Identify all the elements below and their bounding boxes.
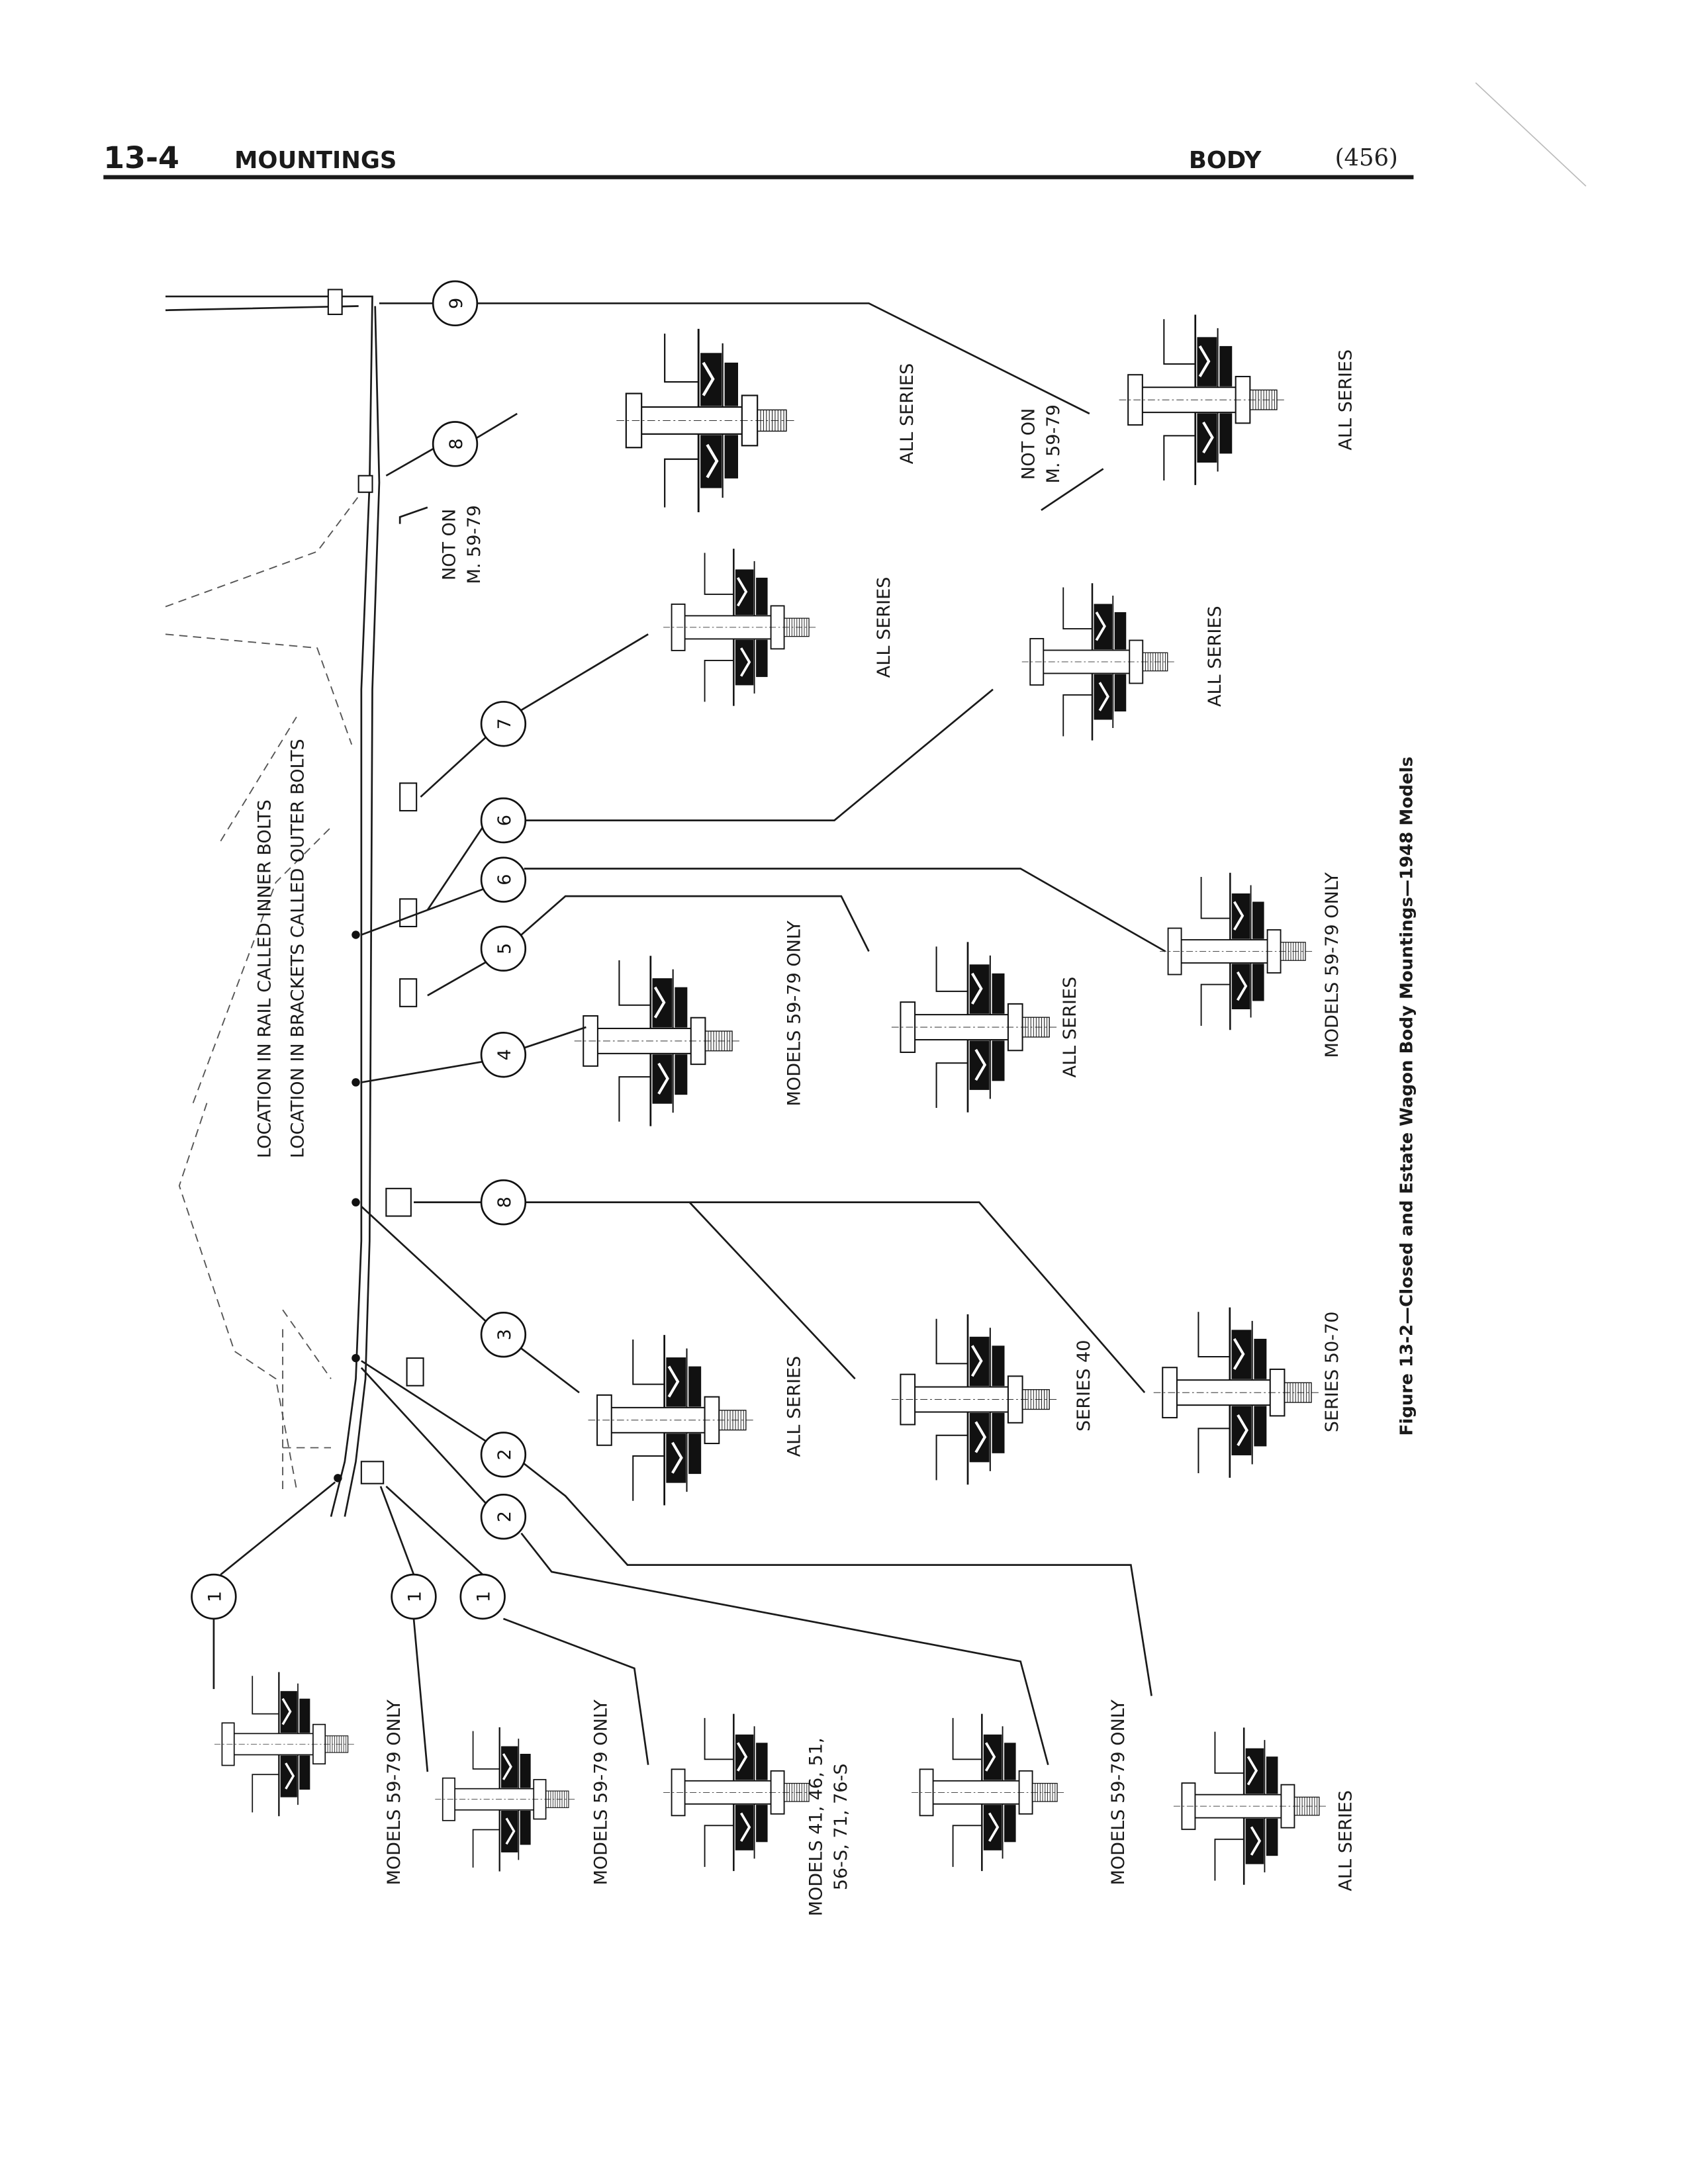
- label-m9-note: M. 59-79: [1043, 404, 1064, 483]
- svg-text:8: 8: [446, 438, 467, 449]
- section-number: 13-4: [103, 140, 179, 175]
- scan-artifact-line: [1475, 82, 1587, 187]
- location-inner-note: LOCATION IN RAIL CALLED INNER BOLTS: [254, 799, 275, 1158]
- labels: LOCATION IN RAIL CALLED INNER BOLTS LOCA…: [254, 349, 1356, 1917]
- frame-rail: [165, 289, 424, 1517]
- callout-7: 7: [480, 701, 527, 747]
- svg-text:3: 3: [494, 1329, 515, 1340]
- figure-caption: Figure 13-2—Closed and Estate Wagon Body…: [1397, 756, 1417, 1435]
- callout-8: 8: [480, 1179, 527, 1226]
- callout-9: 9: [432, 280, 479, 327]
- svg-text:6: 6: [494, 874, 515, 886]
- callout-6: 6: [480, 797, 527, 844]
- callout-1: 1: [459, 1573, 506, 1620]
- location-outer-note: LOCATION IN BRACKETS CALLED OUTER BOLTS: [287, 739, 308, 1158]
- mount-5: [892, 942, 1058, 1112]
- mount-7: [663, 549, 816, 705]
- callout-3: 3: [480, 1311, 527, 1358]
- mount-9: [1119, 315, 1286, 485]
- callout-1: 1: [391, 1573, 437, 1620]
- label-m8-s5070: SERIES 50-70: [1322, 1312, 1342, 1433]
- svg-text:7: 7: [494, 718, 515, 729]
- label-m7: ALL SERIES: [874, 577, 894, 678]
- label-m2b: ALL SERIES: [1336, 1790, 1356, 1891]
- label-m8-note: M. 59-79: [464, 505, 485, 584]
- label-m9-note: NOT ON: [1019, 408, 1039, 480]
- label-m1c: MODELS 41, 46, 51,: [806, 1737, 827, 1916]
- svg-text:1: 1: [474, 1591, 494, 1602]
- mount-1a: [214, 1672, 355, 1817]
- page-number: (456): [1335, 144, 1398, 171]
- mount-6a: [1022, 583, 1175, 741]
- callout-4: 4: [480, 1032, 527, 1078]
- svg-text:2: 2: [494, 1511, 515, 1522]
- leader-lines: [212, 302, 1166, 1772]
- mount-3: [588, 1335, 755, 1505]
- callout-2: 2: [480, 1432, 527, 1478]
- label-m1b: MODELS 59-79 ONLY: [591, 1700, 612, 1886]
- svg-text:6: 6: [494, 815, 515, 826]
- label-m5: ALL SERIES: [1060, 977, 1080, 1078]
- mount-8-s5070: [1154, 1308, 1320, 1478]
- label-m8-note: NOT ON: [440, 509, 460, 580]
- mount-9-8-top: [616, 329, 795, 512]
- svg-text:1: 1: [404, 1591, 425, 1602]
- mount-1c: [663, 1714, 816, 1872]
- svg-text:1: 1: [205, 1591, 225, 1602]
- callout-8: 8: [432, 421, 479, 467]
- callout-5: 5: [480, 925, 527, 972]
- label-m1a: MODELS 59-79 ONLY: [384, 1700, 404, 1886]
- label-m9: ALL SERIES: [1336, 349, 1356, 451]
- label-m3: ALL SERIES: [784, 1356, 804, 1457]
- callout-6: 6: [480, 856, 527, 903]
- mount-1b: [435, 1727, 575, 1872]
- svg-text:4: 4: [494, 1049, 515, 1060]
- chapter-title: BODY: [1189, 147, 1262, 174]
- label-m8-top: ALL SERIES: [897, 363, 917, 465]
- label-m8-s40: SERIES 40: [1074, 1340, 1094, 1432]
- svg-text:8: 8: [494, 1197, 515, 1208]
- label-m2a: MODELS 59-79 ONLY: [1108, 1700, 1129, 1886]
- label-m6b: MODELS 59-79 ONLY: [1322, 872, 1342, 1058]
- svg-text:9: 9: [446, 298, 467, 309]
- svg-text:5: 5: [494, 943, 515, 954]
- svg-text:2: 2: [494, 1449, 515, 1460]
- mount-2b: [1174, 1727, 1327, 1885]
- callouts: 9 8 7 6 6 5 4 8 3 2 2 1 1 1: [191, 280, 527, 1620]
- header-rule: [103, 175, 1414, 179]
- label-m1c: 56-S, 71, 76-S: [831, 1764, 851, 1891]
- mount-6b: [1160, 873, 1313, 1030]
- label-m4: MODELS 59-79 ONLY: [784, 921, 804, 1107]
- mount-illustrations: [214, 315, 1327, 1885]
- label-m6a: ALL SERIES: [1205, 606, 1225, 707]
- section-title: MOUNTINGS: [234, 147, 397, 174]
- mount-4: [575, 956, 741, 1126]
- callout-2: 2: [480, 1493, 527, 1540]
- mount-8-s40: [892, 1314, 1058, 1484]
- callout-1: 1: [191, 1573, 237, 1620]
